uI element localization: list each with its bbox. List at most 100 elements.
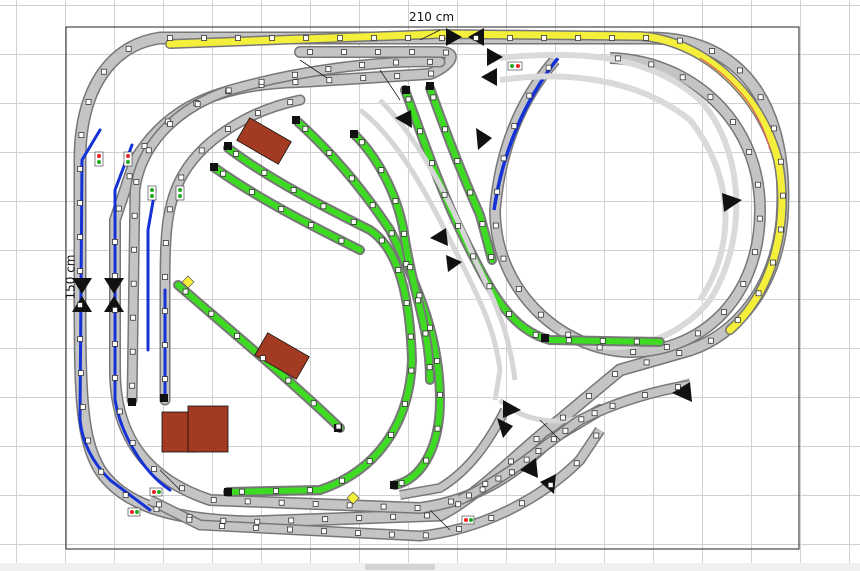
track-joint [249,189,255,195]
track-joint [378,167,385,173]
track-joint [261,169,268,176]
track-joint [466,492,472,499]
track-joint [312,501,319,507]
track-joint [562,427,569,434]
track-joint [337,35,343,41]
track-joint [292,79,299,85]
track-joint [737,67,743,74]
direction-arrow-icon [497,418,513,438]
buffer-stop-icon [541,334,549,342]
track-joint [151,466,158,472]
track-joint [390,513,397,520]
direction-arrow-icon [487,48,503,66]
track-joint [755,290,762,297]
track-joint [167,35,173,41]
track-joint [130,280,137,287]
track-joint [182,288,189,295]
building-icon [187,405,229,453]
track-joint [85,437,91,444]
track-joint [593,432,600,439]
track-joint [395,267,402,273]
track-joint [254,518,261,525]
track-joint [356,515,363,521]
track-joint [470,253,477,260]
track-joint [439,35,445,41]
signal-icon [94,151,104,167]
signal-icon [127,507,141,517]
track-joint [630,349,637,355]
track-joint [486,283,493,290]
track-joint [422,532,429,539]
track-joint [239,488,245,495]
track-joint [126,173,133,180]
buffer-stop-icon [210,163,218,171]
track-joint [326,77,333,84]
scrollbar-thumb[interactable] [365,564,435,570]
track-joint [141,143,148,149]
track-joint [125,45,132,52]
track-joint [752,249,758,256]
track-joint [186,516,193,523]
uncouplers[interactable] [181,275,360,505]
direction-arrows [72,28,742,494]
track-joint [77,268,83,274]
buffer-stop-icon [128,398,136,406]
track-joint [443,49,449,56]
track-joint [360,75,367,81]
signal-icon [175,185,185,201]
track-joint [615,55,621,62]
track-joint [633,338,640,345]
track-joint [426,364,433,371]
track-joint [278,499,285,506]
track-joint [428,70,434,77]
track-joint [675,384,681,391]
track-joint [488,515,495,521]
track-joint [255,110,261,116]
track-joint [488,254,495,260]
track-joint [325,66,332,73]
track-joint [506,311,512,317]
track-joint [130,314,137,321]
track-joint [112,273,118,279]
signals[interactable] [94,61,523,525]
track-section-yellow-fill [166,30,786,334]
track-joint [129,348,136,355]
track-joint [448,498,454,505]
track-joint [405,35,411,41]
signal-icon [147,185,157,201]
track-joint [494,188,500,195]
track-joint [162,342,168,348]
track-joint [85,99,92,105]
track-joint [77,370,84,376]
track-joint [287,526,293,533]
track-joint [98,468,105,475]
track-joint [578,416,585,423]
track-joint [153,506,160,513]
track-joint [117,408,123,415]
track-joint [550,436,557,443]
track-joint [591,410,598,417]
track-joint [225,87,232,94]
track-joint [77,200,83,206]
track-joint [112,307,118,313]
track-joint [408,367,415,374]
buffer-stop-icon [224,142,232,150]
track-joint [434,425,441,432]
track-joint [179,485,185,492]
track-joint [770,259,776,266]
track-joint [709,48,715,54]
track-joint [321,528,327,535]
track-joint [526,92,533,99]
track-joint [734,317,741,323]
track-joint [375,49,381,55]
buffer-stop-icon [224,488,232,496]
buildings[interactable] [161,117,310,453]
track-joint [308,222,315,229]
track-joint [269,35,275,41]
track-joint [350,218,357,225]
track-joint [167,121,174,127]
direction-arrow-icon [104,296,124,312]
horizontal-scrollbar[interactable] [0,563,860,571]
track-joint [780,192,786,199]
